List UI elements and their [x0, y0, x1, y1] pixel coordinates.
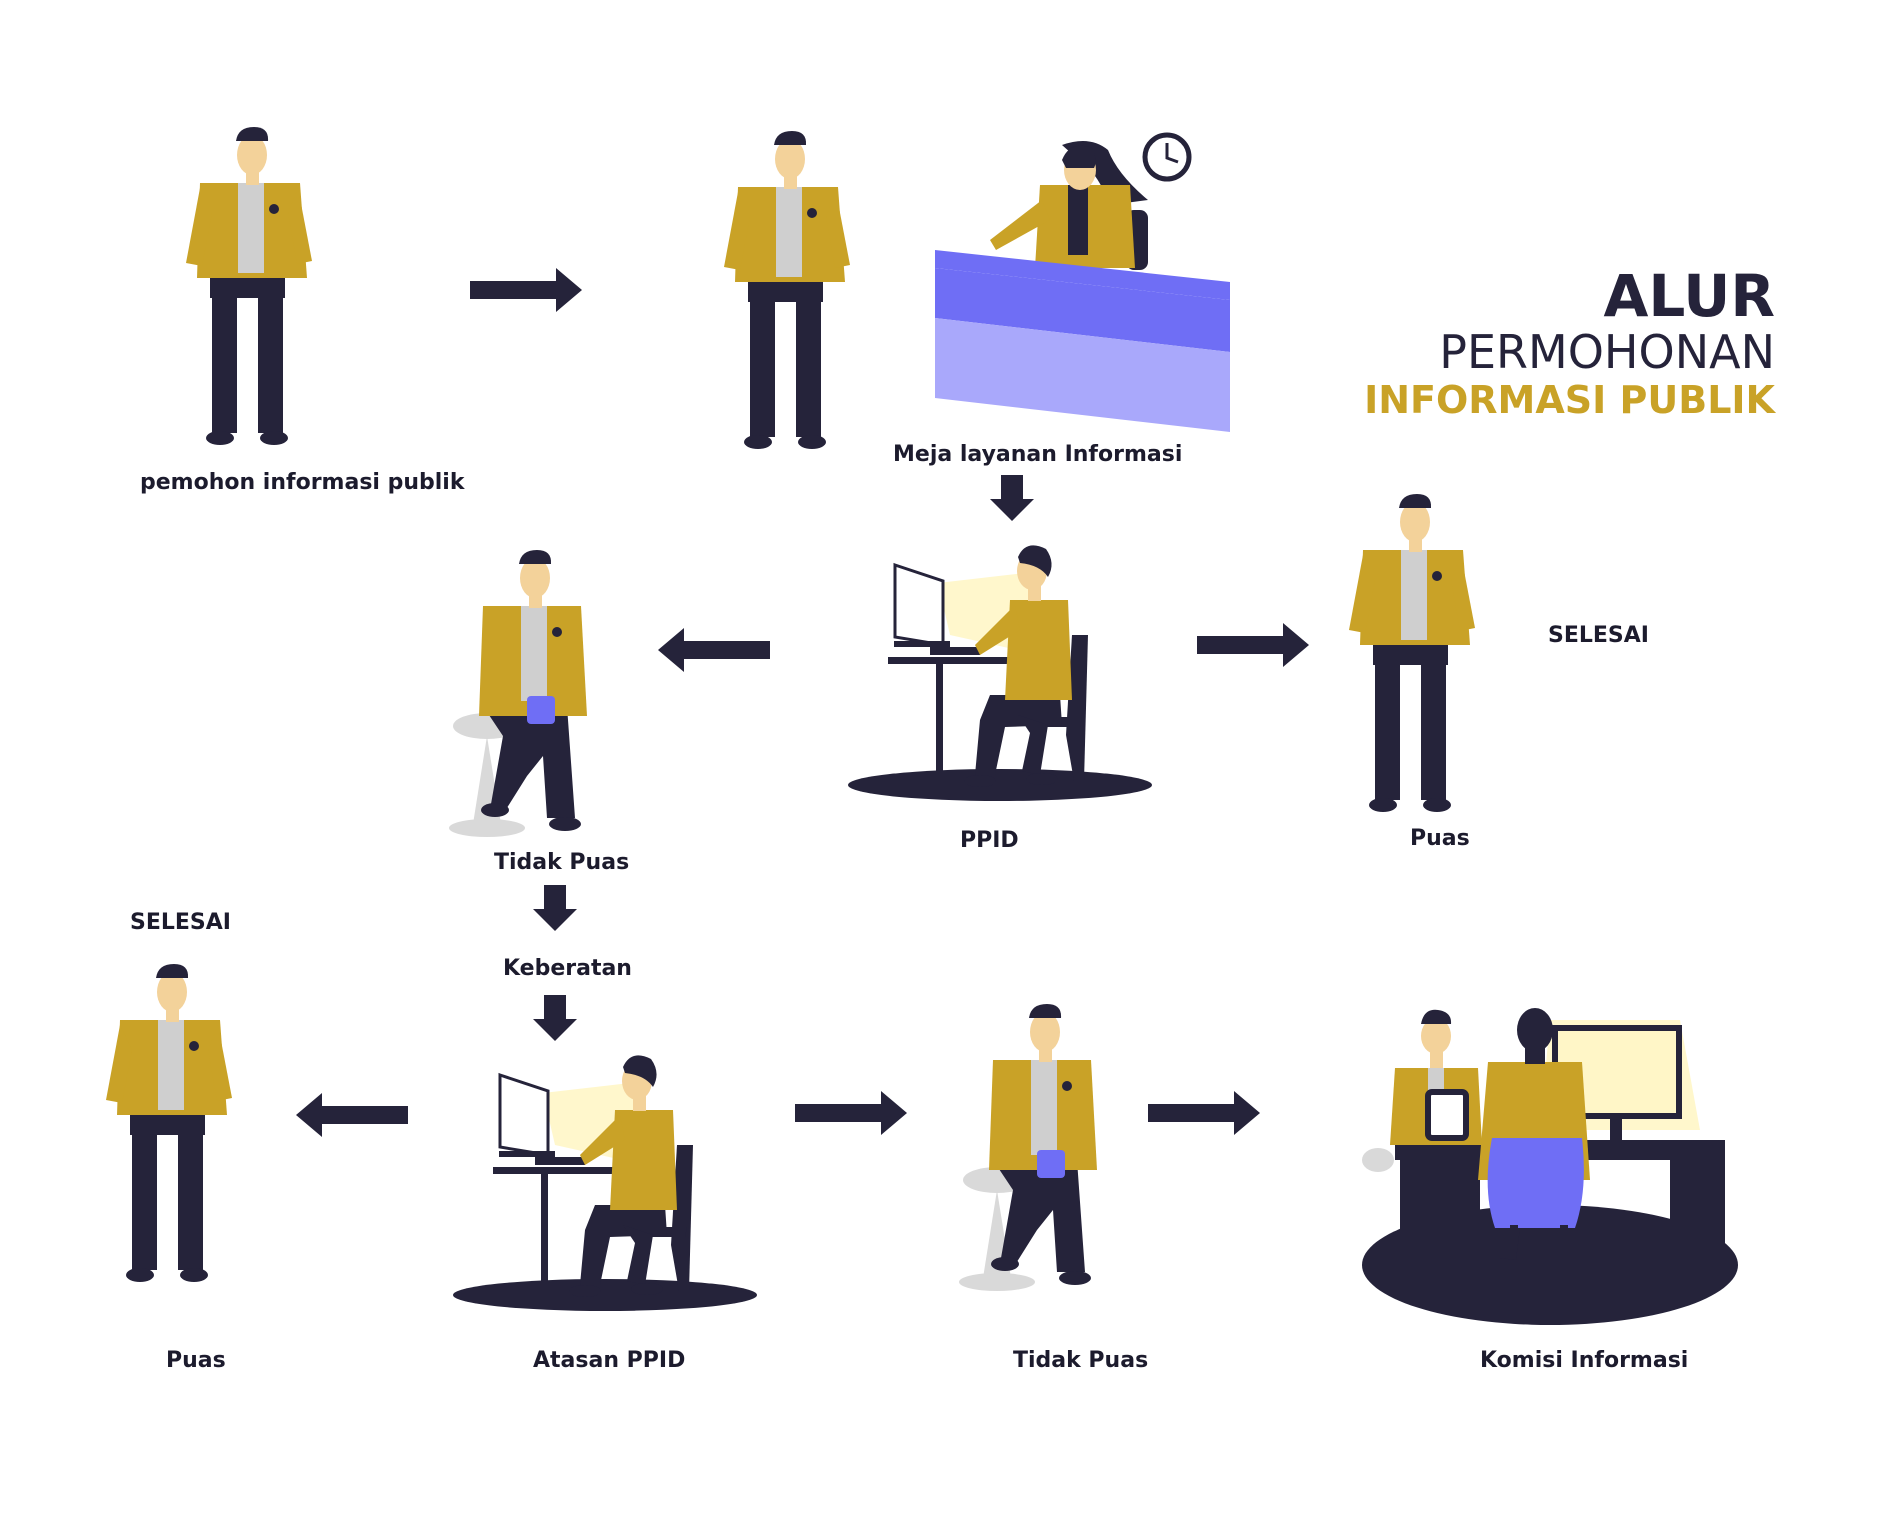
label-meja-layanan: Meja layanan Informasi — [893, 442, 1183, 467]
label-komisi-informasi: Komisi Informasi — [1480, 1348, 1689, 1373]
title-line-1: ALUR — [1603, 262, 1775, 330]
arrow-icon — [533, 885, 577, 931]
label-atasan-ppid: Atasan PPID — [533, 1348, 686, 1373]
label-selesai-right: SELESAI — [1548, 623, 1649, 648]
label-keberatan: Keberatan — [503, 956, 632, 981]
label-tidak-puas-2: Tidak Puas — [1013, 1348, 1149, 1373]
tidak-puas-figure-1 — [449, 550, 587, 837]
arrow-icon — [1197, 623, 1309, 667]
label-puas-right: Puas — [1410, 826, 1470, 851]
pemohon-figure — [186, 127, 312, 445]
label-pemohon: pemohon informasi publik — [140, 470, 465, 495]
title-line-3: INFORMASI PUBLIK — [1364, 378, 1775, 422]
arrow-icon — [1148, 1091, 1260, 1135]
ppid-worker-figure — [846, 543, 1154, 803]
label-puas-left: Puas — [166, 1348, 226, 1373]
tidak-puas-figure-2 — [959, 1004, 1097, 1291]
clock-icon — [1142, 132, 1192, 182]
label-tidak-puas-1: Tidak Puas — [494, 850, 630, 875]
arrow-icon — [470, 268, 582, 312]
komisi-scene — [1362, 1008, 1738, 1325]
arrow-icon — [533, 995, 577, 1041]
puas-figure-right — [1349, 494, 1475, 812]
puas-figure-left — [106, 964, 232, 1282]
label-selesai-left: SELESAI — [130, 910, 231, 935]
atasan-ppid-worker-figure — [451, 1053, 759, 1313]
label-ppid: PPID — [960, 828, 1019, 853]
title-line-2: PERMOHONAN — [1439, 325, 1775, 379]
arrow-icon — [658, 628, 770, 672]
arrow-icon — [990, 475, 1034, 521]
arrow-icon — [795, 1091, 907, 1135]
reception-desk — [935, 141, 1230, 432]
visitor-figure — [724, 131, 850, 449]
arrow-icon — [296, 1093, 408, 1137]
